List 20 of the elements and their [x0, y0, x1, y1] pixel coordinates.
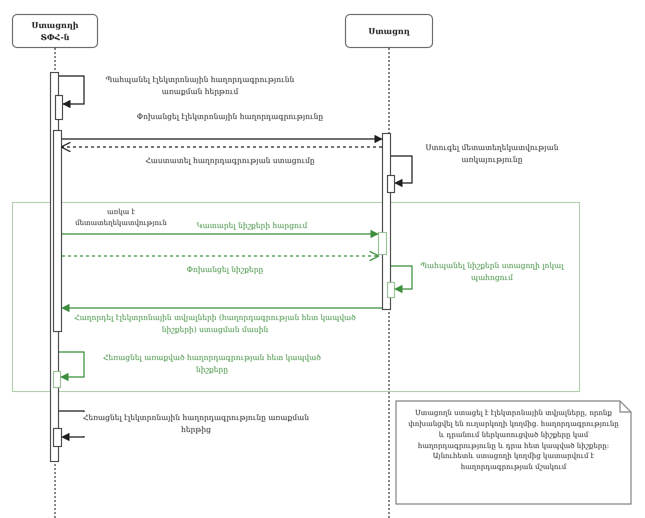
message-arrow	[391, 265, 413, 294]
lifeline-head	[345, 14, 433, 48]
lifeline-head	[12, 14, 98, 48]
activation-bar	[387, 175, 395, 193]
alt-fragment-frame	[12, 202, 580, 392]
message-arrow	[391, 155, 413, 188]
participant-name: Ստացող	[368, 25, 410, 37]
message-arrow	[59, 75, 85, 108]
message-arrow	[59, 351, 85, 382]
activation-bar	[55, 95, 63, 120]
message-arrow	[61, 304, 382, 312]
message-arrow	[62, 134, 383, 144]
activation-bar	[53, 428, 62, 447]
message-arrow	[62, 230, 379, 238]
activation-bar	[53, 130, 62, 332]
message-arrow	[60, 142, 382, 152]
activation-bar	[378, 232, 386, 254]
message-arrow	[62, 250, 380, 262]
note	[395, 400, 632, 505]
participant-name: Ստացողի ՏՓՀ-ն	[30, 19, 80, 43]
